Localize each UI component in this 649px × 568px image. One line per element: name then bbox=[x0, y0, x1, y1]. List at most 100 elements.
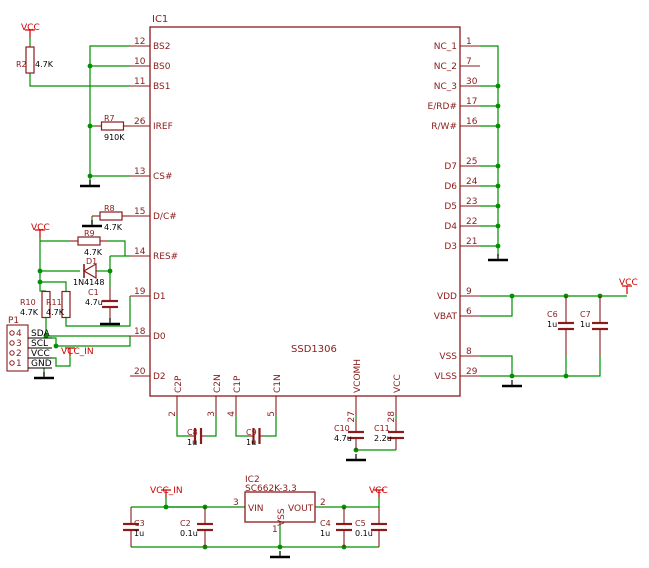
connector-pin-circle bbox=[9, 350, 15, 356]
ic1-pin-number: 4 bbox=[227, 411, 237, 417]
ic1-ref: IC1 bbox=[152, 14, 168, 25]
junction-dot bbox=[495, 163, 501, 169]
c6-value: 1u bbox=[547, 320, 557, 329]
wires bbox=[29, 38, 627, 550]
wire bbox=[52, 336, 131, 347]
ic1-pin-name: D3 bbox=[444, 242, 457, 252]
junction-dot bbox=[495, 203, 501, 209]
ic1-pin-name: NC_3 bbox=[434, 82, 457, 92]
c2-value: 0.1u bbox=[180, 529, 198, 538]
ic2-ref: IC2 bbox=[245, 475, 260, 485]
junction-dot bbox=[495, 123, 501, 129]
resistor-body bbox=[77, 236, 101, 246]
junction-dot bbox=[163, 504, 169, 510]
diode-body bbox=[82, 262, 97, 280]
ic2-pin-vin: VIN bbox=[248, 504, 264, 514]
vcc-in-label: VCC_IN bbox=[150, 486, 183, 496]
c6-ref: C6 bbox=[547, 310, 558, 319]
wire bbox=[206, 416, 217, 437]
junction-dot bbox=[509, 293, 515, 299]
vcc-label: VCC bbox=[619, 278, 638, 288]
ic1-pin-name: IREF bbox=[153, 122, 173, 132]
ic1-pin-number: 25 bbox=[466, 157, 477, 167]
wire bbox=[89, 45, 130, 186]
c1-value: 4.7u bbox=[85, 298, 103, 307]
junction-dot bbox=[495, 103, 501, 109]
r2-ref: R2 bbox=[16, 60, 27, 69]
wire bbox=[39, 271, 67, 291]
connector-pin-label: VCC bbox=[31, 349, 50, 359]
r9-ref: R9 bbox=[84, 229, 95, 238]
ic2-pin-num-vin: 3 bbox=[233, 498, 239, 508]
junction-dot bbox=[87, 123, 93, 129]
ic1-pin-number: 9 bbox=[466, 287, 472, 297]
c7-ref: C7 bbox=[580, 310, 591, 319]
c9-value: 1u bbox=[246, 438, 256, 447]
wire bbox=[264, 416, 277, 437]
junction-dot bbox=[277, 544, 283, 550]
connector-pin-circle bbox=[9, 340, 15, 346]
ic1-pin-name: D6 bbox=[444, 182, 457, 192]
vcc-in-label: VCC_IN bbox=[61, 347, 94, 357]
r11-ref: R11 bbox=[46, 298, 62, 307]
c1-ref: C1 bbox=[88, 288, 99, 297]
vcc-label: VCC bbox=[369, 486, 388, 496]
wire bbox=[176, 416, 190, 437]
wire bbox=[480, 355, 513, 376]
junction-dot bbox=[495, 243, 501, 249]
r2-value: 4.7K bbox=[35, 60, 54, 69]
component-labels: R2 4.7K R7 910K R8 4.7K R9 4.7K R10 4.7K… bbox=[16, 60, 591, 538]
junction-dot bbox=[495, 183, 501, 189]
connector-pin-label: SCL bbox=[31, 339, 48, 349]
junction-dot bbox=[495, 83, 501, 89]
c2-ref: C2 bbox=[180, 519, 191, 528]
junction-dot bbox=[87, 63, 93, 69]
ic1-pin-number: 12 bbox=[134, 37, 145, 47]
ic1-pin-name: BS0 bbox=[153, 62, 171, 72]
c8-value: 1u bbox=[187, 438, 197, 447]
ic1-pin-name: VSS bbox=[439, 352, 457, 362]
ic1-pin-number: 1 bbox=[466, 37, 472, 47]
c4-value: 1u bbox=[320, 529, 330, 538]
ic1-pin-number: 26 bbox=[134, 117, 146, 127]
ic1-pin-number: 21 bbox=[466, 237, 477, 247]
wire bbox=[52, 356, 71, 367]
ic1-pin-name: C1N bbox=[273, 374, 283, 393]
r7-value: 910K bbox=[104, 133, 125, 142]
ic1-pin-number: 18 bbox=[134, 327, 146, 337]
c11-value: 2.2u bbox=[374, 434, 392, 443]
ic1-pin-number: 29 bbox=[466, 367, 478, 377]
ic1-pin-name: D7 bbox=[444, 162, 457, 172]
resistor-body bbox=[100, 121, 125, 131]
ic1-pin-name: NC_2 bbox=[434, 62, 457, 72]
ic1-pin-number: 20 bbox=[134, 367, 146, 377]
r8-value: 4.7K bbox=[104, 223, 123, 232]
wire bbox=[45, 318, 130, 337]
c3-value: 1u bbox=[134, 529, 144, 538]
junction-dot bbox=[495, 223, 501, 229]
junction-dot bbox=[107, 268, 113, 274]
c5-value: 0.1u bbox=[355, 529, 373, 538]
c5-ref: C5 bbox=[355, 519, 366, 528]
ic1-pin-name: RES# bbox=[153, 252, 178, 262]
c9-ref: C9 bbox=[246, 428, 257, 437]
ic1-pin-name: D0 bbox=[153, 332, 166, 342]
ic1-pin-number: 27 bbox=[347, 411, 357, 422]
ic1-pin-name: VCOMH bbox=[353, 359, 363, 393]
ic1-pin-name: VLSS bbox=[434, 372, 457, 382]
components bbox=[25, 29, 632, 559]
wire bbox=[29, 74, 130, 87]
ic1-pin-name: CS# bbox=[153, 172, 173, 182]
ic1-pin-number: 14 bbox=[134, 247, 146, 257]
ic2-pin-vss: VSS bbox=[277, 508, 287, 526]
c3-ref: C3 bbox=[134, 519, 145, 528]
d1-ref: D1 bbox=[86, 257, 97, 266]
junction-dot bbox=[509, 373, 515, 379]
ic1-pin-name: D2 bbox=[153, 372, 166, 382]
ic1-pin-number: 2 bbox=[168, 411, 178, 417]
ic1-pin-number: 10 bbox=[134, 57, 146, 67]
junction-dot bbox=[37, 279, 43, 285]
